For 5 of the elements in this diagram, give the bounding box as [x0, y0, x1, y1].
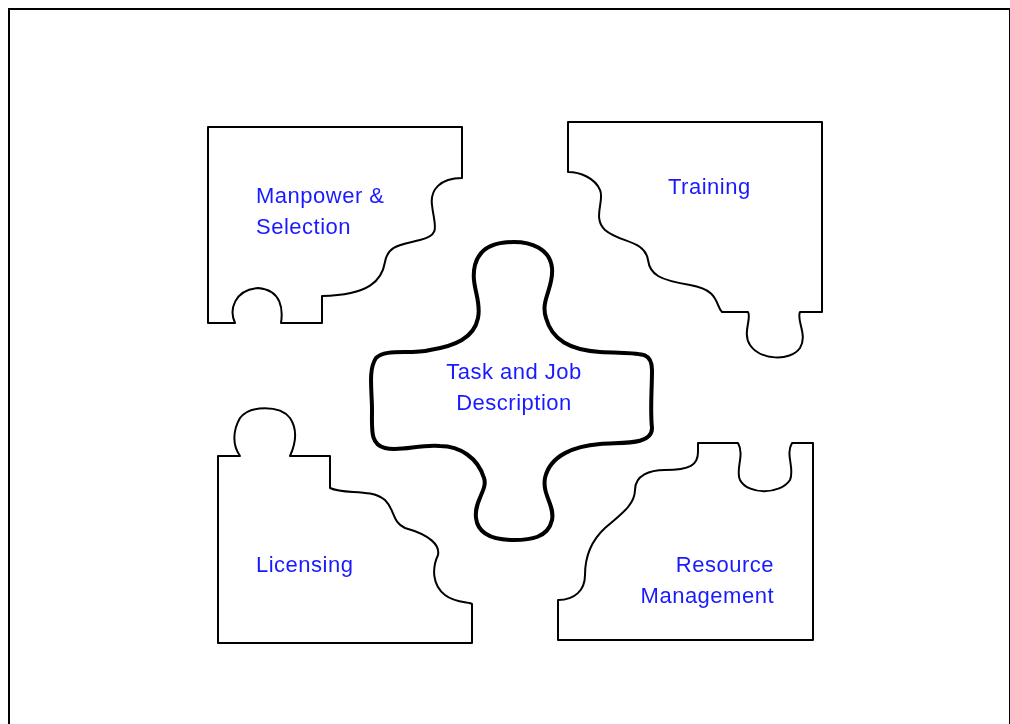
piece-label: Task and Job Description	[445, 358, 583, 417]
piece-label: Manpower & Selection	[256, 182, 386, 241]
piece-label: Training	[668, 173, 752, 201]
piece-label: Licensing	[256, 551, 355, 579]
piece-label: Resource Management	[639, 551, 774, 610]
